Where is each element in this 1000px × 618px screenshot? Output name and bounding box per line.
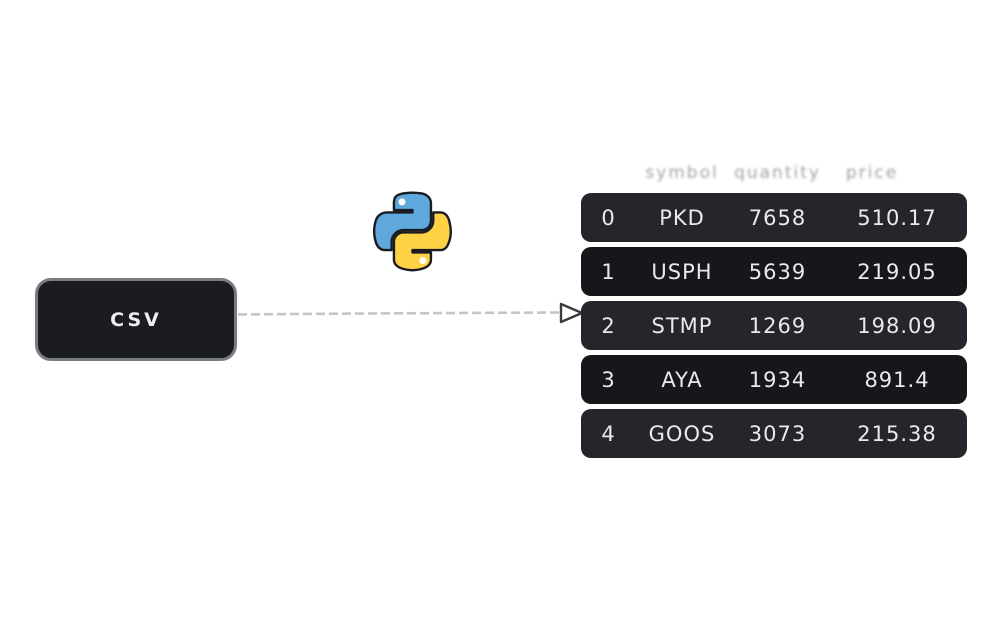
cell-quantity: 7658 [748, 205, 807, 230]
table-row: 3 AYA 1934 891.4 [581, 355, 967, 404]
cell-price: 510.17 [857, 205, 937, 230]
cell-price: 219.05 [857, 259, 937, 284]
cell-quantity: 1269 [748, 313, 807, 338]
row-index: 2 [601, 313, 616, 338]
python-logo-icon [372, 191, 453, 272]
cell-quantity: 3073 [748, 421, 807, 446]
row-index: 4 [601, 421, 616, 446]
cell-symbol: STMP [651, 313, 713, 338]
cell-price: 215.38 [857, 421, 937, 446]
cell-price: 198.09 [857, 313, 937, 338]
row-index: 1 [601, 259, 616, 284]
cell-symbol: PKD [659, 205, 705, 230]
cell-quantity: 5639 [748, 259, 807, 284]
csv-label: CSV [110, 308, 162, 331]
table-header-row: symbol quantity price [581, 153, 967, 193]
cell-symbol: USPH [651, 259, 713, 284]
cell-symbol: AYA [661, 367, 703, 392]
row-index: 0 [601, 205, 616, 230]
cell-price: 891.4 [864, 367, 930, 392]
column-header-symbol: symbol [645, 163, 719, 183]
flow-arrow-head [559, 302, 584, 324]
table-row: 2 STMP 1269 198.09 [581, 301, 967, 350]
csv-source-node: CSV [35, 278, 237, 361]
dataframe-table: symbol quantity price 0 PKD 7658 510.17 … [581, 153, 967, 463]
python-logo-blue-eye [398, 198, 406, 206]
column-header-price: price [845, 163, 899, 183]
cell-quantity: 1934 [748, 367, 807, 392]
table-row: 1 USPH 5639 219.05 [581, 247, 967, 296]
flow-arrow [237, 302, 584, 324]
cell-symbol: GOOS [648, 421, 716, 446]
python-logo-blue-snake [372, 191, 433, 252]
flow-arrow-line [237, 311, 561, 316]
table-row: 0 PKD 7658 510.17 [581, 193, 967, 242]
row-index: 3 [601, 367, 616, 392]
python-logo-yellow-eye [419, 257, 427, 265]
python-logo-yellow-snake [392, 211, 453, 272]
column-header-quantity: quantity [734, 163, 821, 183]
table-row: 4 GOOS 3073 215.38 [581, 409, 967, 458]
